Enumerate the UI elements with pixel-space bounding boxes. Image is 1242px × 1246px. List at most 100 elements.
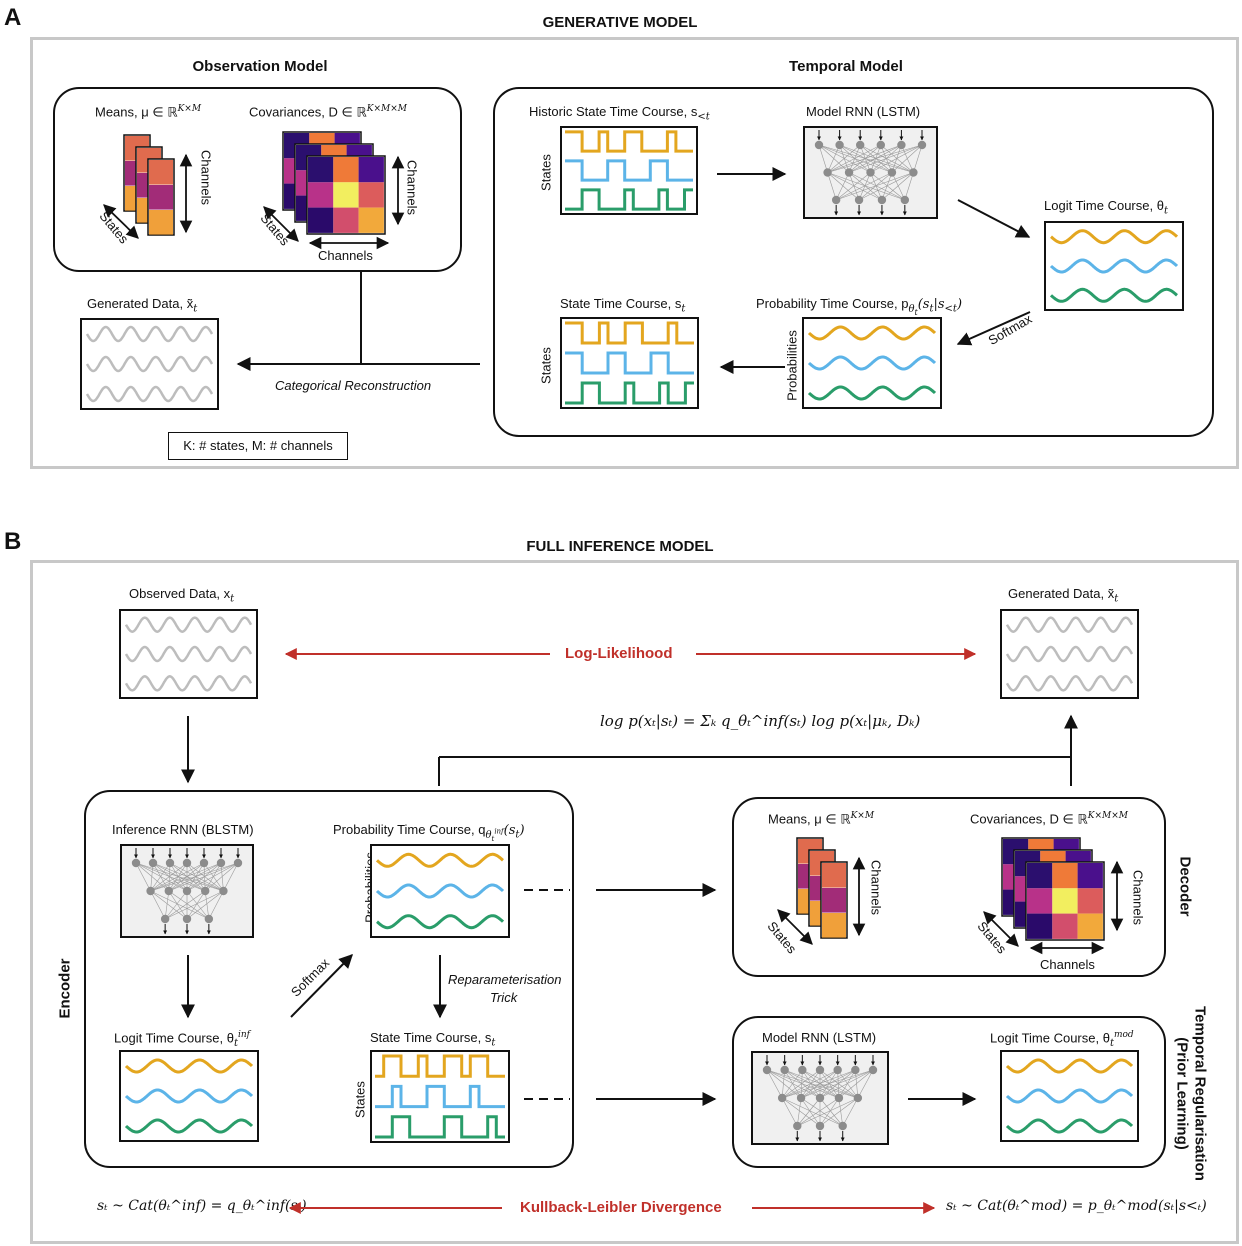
cov-stack-a-cell — [333, 182, 359, 208]
arrow-logit-to-prob — [956, 311, 1031, 346]
cov-stack-a-cell — [333, 157, 359, 183]
model-rnn-b-node — [815, 1065, 825, 1075]
tr-logit-plot-wave-0 — [1005, 1058, 1134, 1074]
model-rnn-a-edge — [870, 172, 906, 201]
model-rnn-b-edge — [842, 1097, 859, 1127]
model-rnn-a-edge — [835, 172, 850, 201]
inference-rnn-edge — [135, 862, 151, 892]
encoder-prob-plot-wave-2 — [376, 914, 505, 930]
covariances-label: Covariances, D ∈ ℝK×M×M — [249, 104, 407, 120]
inference-rnn-edge — [186, 862, 224, 892]
historic-state-label: Historic State Time Course, s<t — [529, 104, 710, 123]
inference-rnn-edge — [150, 890, 188, 920]
states-arrow-cov-b — [983, 911, 1019, 947]
model-rnn-b-node — [833, 1065, 842, 1075]
encoder-prob-plot-wave-1 — [375, 883, 505, 899]
model-rnn-a-edge — [827, 144, 923, 173]
model-rnn-a-edge — [881, 172, 914, 201]
panel-a-title: GENERATIVE MODEL — [542, 14, 698, 31]
model-rnn-a-edge — [891, 144, 923, 173]
model-rnn-a-edge — [858, 172, 914, 201]
model-rnn-b-edge — [781, 1069, 803, 1099]
model-rnn-b-edge — [802, 1069, 858, 1099]
logit-label-a: Logit Time Course, θt — [1044, 198, 1168, 217]
inference-rnn-edge — [150, 862, 239, 892]
legend-box: K: # states, M: # channels — [168, 432, 348, 460]
model-rnn-a-edge — [848, 172, 905, 201]
model-rnn-a-node — [897, 140, 906, 150]
cov-stack-b-cell — [1027, 863, 1053, 889]
model-rnn-b-edge — [766, 1069, 840, 1099]
model-rnn-b-edge — [782, 1069, 874, 1099]
inference-rnn-edge — [186, 890, 206, 920]
tr-logit-plot-wave-2 — [1005, 1118, 1134, 1134]
inference-rnn-edge — [135, 862, 188, 892]
model-rnn-a-edge — [891, 172, 906, 201]
kl-divergence-label: Kullback-Leibler Divergence — [512, 1199, 730, 1216]
states-arrow-cov-a — [263, 206, 299, 242]
model-rnn-a-node — [856, 140, 865, 150]
model-rnn-b-node — [815, 1093, 825, 1103]
model-rnn-a-edge — [848, 144, 923, 173]
generated-data-plot-a-wave-1 — [85, 355, 214, 373]
model-rnn-b-edge — [802, 1069, 821, 1099]
means-stack-a-cell — [149, 185, 173, 210]
model-rnn-a-edge — [839, 144, 893, 173]
means-stack-b-cell — [822, 863, 846, 888]
temporal-model-box — [493, 87, 1214, 437]
inference-rnn-edge — [152, 862, 170, 892]
model-rnn-a-edge — [870, 172, 883, 201]
means-stack-b-cell — [822, 913, 846, 938]
state-plot-a-step-2 — [565, 381, 694, 405]
inference-rnn-node — [148, 858, 158, 868]
axis-channels-horizontal-b: Channels — [1040, 957, 1095, 972]
model-rnn-a-edge — [827, 144, 840, 173]
model-rnn-b-edge — [766, 1069, 802, 1099]
model-rnn-b-edge — [781, 1097, 798, 1127]
model-rnn-a-node — [823, 168, 832, 177]
means-stack-b-cell — [822, 888, 846, 913]
inference-rnn-edge — [152, 862, 224, 892]
inference-rnn-edge — [150, 862, 222, 892]
categorical-reconstruction-label: Categorical Reconstruction — [275, 378, 432, 393]
prob-plot-a-wave-1 — [807, 355, 937, 371]
inference-rnn-node — [164, 886, 173, 896]
model-rnn-a-edge — [913, 144, 923, 173]
model-rnn-b-edge — [855, 1069, 859, 1099]
axis-channels-horizontal-a: Channels — [318, 248, 373, 263]
model-rnn-b-edge — [784, 1069, 858, 1099]
inference-rnn-edge — [135, 862, 169, 892]
model-rnn-a-edge — [860, 144, 914, 173]
panel-a-frame — [30, 37, 1239, 469]
inference-rnn-edge — [150, 862, 188, 892]
tr-logit-label: Logit Time Course, θtmod — [990, 1030, 1134, 1049]
arrow-rnn-to-logit — [957, 199, 1031, 238]
generated-data-plot-b-wave-0 — [1005, 616, 1134, 633]
model-rnn-a-edge — [839, 144, 871, 173]
decoder-box — [732, 797, 1166, 977]
model-rnn-b-node — [796, 1093, 806, 1103]
cov-stack-b-cell — [1052, 913, 1078, 939]
model-rnn-a-edge — [827, 172, 837, 201]
kl-left-equation: sₜ ~ Cat(θₜ^inf) = q_θₜ^inf(sₜ) — [97, 1198, 307, 1214]
model-rnn-a-edge — [827, 172, 883, 201]
model-rnn-a-edge — [860, 144, 893, 173]
model-rnn-a-node — [887, 168, 897, 177]
means-stack-a-cell — [149, 160, 173, 185]
inference-rnn-edge — [169, 862, 206, 892]
model-rnn-a-node — [917, 140, 927, 150]
encoder-state-plot — [370, 1050, 510, 1143]
encoder-state-label: State Time Course, st — [370, 1030, 496, 1049]
model-rnn-b-edge — [819, 1069, 874, 1099]
model-rnn-b-edge — [781, 1069, 821, 1099]
encoder-prob-label: Probability Time Course, qθtinf(st) — [333, 822, 525, 843]
model-rnn-a-edge — [904, 172, 914, 201]
inference-rnn-edge — [186, 862, 239, 892]
temporal-model-title: Temporal Model — [789, 58, 903, 75]
inference-rnn-edge — [168, 862, 171, 892]
observation-model-title: Observation Model — [192, 58, 328, 75]
model-rnn-b-node — [798, 1065, 807, 1075]
inference-rnn-node — [204, 914, 214, 924]
inference-rnn-node — [182, 858, 192, 868]
encoder-state-plot-step-2 — [375, 1115, 505, 1139]
